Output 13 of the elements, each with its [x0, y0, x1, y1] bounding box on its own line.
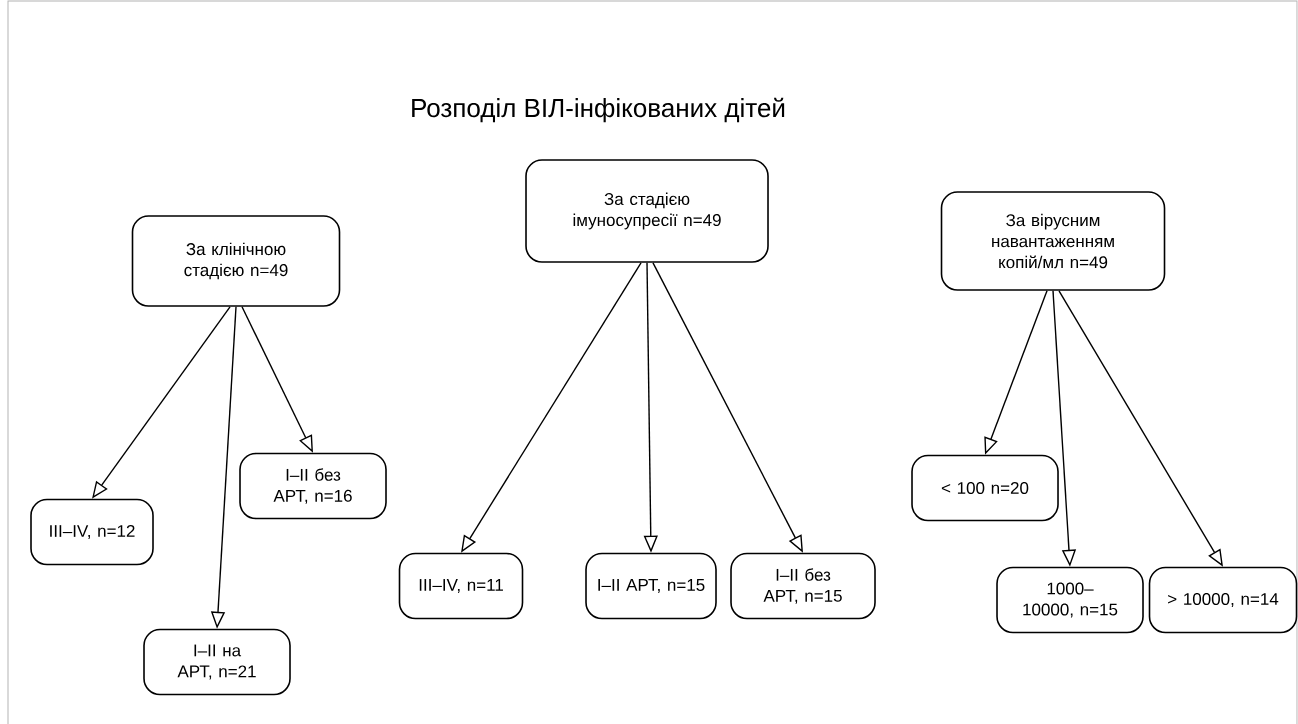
group-box: > 10000, n=14: [1148, 566, 1298, 634]
group-box: III–IV, n=12: [30, 498, 154, 566]
group-box: 1000–10000, n=15: [996, 566, 1144, 634]
category-box: За вірусним навантаженням копій/мл n=49: [940, 191, 1166, 291]
title: Розподіл ВІЛ-інфікованих дітей: [412, 97, 785, 123]
group-box: I–II на АРТ, n=21: [143, 628, 291, 696]
category-box: За стадією імуносупресії n=49: [525, 159, 769, 263]
group-box: < 100 n=20: [911, 454, 1059, 522]
category-box: За клінічною стадією n=49: [131, 215, 341, 307]
group-box: III–IV, n=11: [398, 552, 524, 620]
group-box: I–II без АРТ, n=16: [239, 452, 387, 520]
group-box: I–II АРТ, n=15: [585, 552, 717, 620]
group-box: I–II без АРТ, n=15: [730, 552, 876, 620]
